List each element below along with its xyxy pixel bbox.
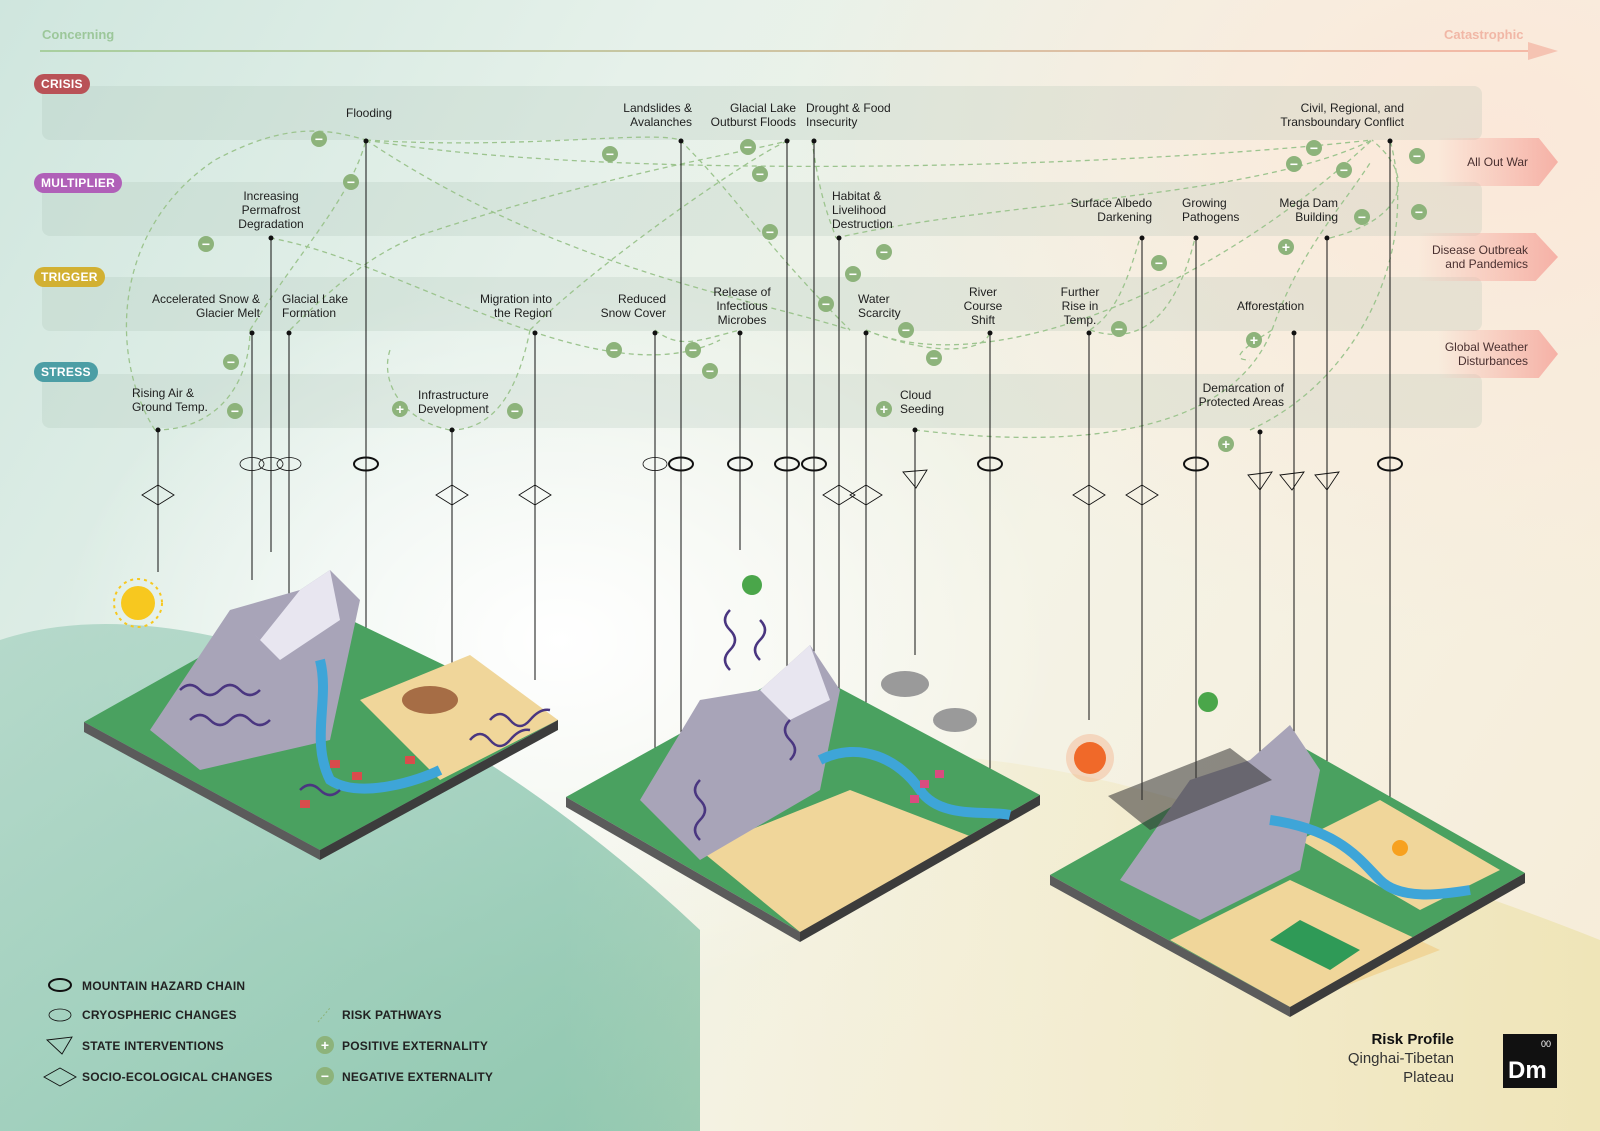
negative-externality-icon: − bbox=[606, 342, 622, 358]
node-cloud-seeding: Cloud Seeding bbox=[900, 388, 945, 416]
node-rising-air-ground-temp: Rising Air & Ground Temp. bbox=[132, 386, 208, 414]
node-infectious-microbes: Release of Infectious Microbes bbox=[713, 285, 771, 327]
negative-externality-icon: − bbox=[1286, 156, 1302, 172]
node-water-scarcity: Water Scarcity bbox=[858, 292, 901, 320]
legend-mountain-hazard-chain: MOUNTAIN HAZARD CHAIN bbox=[82, 979, 246, 993]
positive-externality-icon: + bbox=[316, 1036, 334, 1054]
node-glacial-lake-formation: Glacial Lake Formation bbox=[282, 292, 349, 320]
node-permafrost-degradation: Increasing Permafrost Degradation bbox=[238, 189, 304, 231]
positive-externality-icon: + bbox=[392, 401, 408, 417]
legend-risk-pathways: RISK PATHWAYS bbox=[342, 1008, 442, 1022]
title-block: Risk Profile Qinghai-Tibetan Plateau bbox=[1348, 1030, 1454, 1087]
negative-externality-icon: − bbox=[685, 342, 701, 358]
level-badge-multiplier: MULTIPLIER bbox=[34, 173, 123, 193]
node-flooding: Flooding bbox=[346, 106, 393, 120]
positive-externality-icon: + bbox=[876, 401, 892, 417]
negative-externality-icon: − bbox=[818, 296, 834, 312]
negative-externality-icon: − bbox=[1151, 255, 1167, 271]
negative-externality-icon: − bbox=[223, 354, 239, 370]
legend-positive-externality: POSITIVE EXTERNALITY bbox=[342, 1039, 489, 1053]
plateau-right bbox=[1050, 692, 1525, 1017]
outcome-disease-outbreak: Disease Outbreak and Pandemics bbox=[1418, 233, 1558, 281]
node-civil-conflict: Civil, Regional, and Transboundary Confl… bbox=[1280, 101, 1404, 129]
negative-externality-icon: − bbox=[316, 1067, 334, 1085]
node-drought-food-insecurity: Drought & Food Insecurity bbox=[806, 101, 891, 129]
positive-externality-icon: + bbox=[1246, 332, 1262, 348]
node-mega-dam-building: Mega Dam Building bbox=[1279, 196, 1338, 224]
negative-externality-icon: − bbox=[1354, 209, 1370, 225]
outcome-all-out-war: All Out War bbox=[1438, 138, 1558, 186]
node-river-course-shift: River Course Shift bbox=[963, 285, 1003, 327]
scale-catastrophic: Catastrophic bbox=[1444, 27, 1524, 42]
risk-pathways bbox=[125, 130, 1399, 439]
band-multiplier bbox=[42, 182, 1482, 236]
negative-externality-icon: − bbox=[1336, 162, 1352, 178]
band-stress bbox=[42, 374, 1482, 428]
negative-externality-icon: − bbox=[762, 224, 778, 240]
negative-externality-icon: − bbox=[752, 166, 768, 182]
negative-externality-icon: − bbox=[1409, 148, 1425, 164]
title-line2: Plateau bbox=[1403, 1069, 1454, 1086]
title-line1: Qinghai-Tibetan bbox=[1347, 1050, 1454, 1067]
node-glacial-lake-outburst-floods: Glacial Lake Outburst Floods bbox=[710, 101, 796, 129]
node-growing-pathogens: Growing Pathogens bbox=[1182, 196, 1240, 224]
band-trigger bbox=[42, 277, 1482, 331]
plateau-middle bbox=[566, 575, 1040, 942]
legend-negative-externality: NEGATIVE EXTERNALITY bbox=[342, 1070, 494, 1084]
node-protected-areas: Demarcation of Protected Areas bbox=[1198, 381, 1284, 409]
negative-externality-icon: − bbox=[227, 403, 243, 419]
negative-externality-icon: − bbox=[740, 139, 756, 155]
band-crisis bbox=[42, 86, 1482, 140]
scale-concerning: Concerning bbox=[42, 27, 115, 42]
level-badge-stress: STRESS bbox=[34, 362, 98, 382]
negative-externality-icon: − bbox=[845, 266, 861, 282]
title-main: Risk Profile bbox=[1371, 1031, 1454, 1048]
plateau-left bbox=[84, 570, 558, 860]
node-habitat-livelihood-destruction: Habitat & Livelihood Destruction bbox=[832, 189, 893, 231]
negative-externality-icon: − bbox=[1411, 204, 1427, 220]
node-snow-glacier-melt: Accelerated Snow & Glacier Melt bbox=[151, 292, 260, 320]
negative-externality-icon: − bbox=[926, 350, 942, 366]
negative-externality-icon: − bbox=[702, 363, 718, 379]
node-infrastructure-development: Infrastructure Development bbox=[418, 388, 489, 416]
negative-externality-icon: − bbox=[876, 244, 892, 260]
negative-externality-icon: − bbox=[311, 131, 327, 147]
legend-state-interventions: STATE INTERVENTIONS bbox=[82, 1039, 224, 1053]
node-afforestation: Afforestation bbox=[1237, 299, 1305, 313]
negative-externality-icon: − bbox=[1111, 321, 1127, 337]
node-further-temp-rise: Further Rise in Temp. bbox=[1060, 285, 1100, 327]
negative-externality-icon: − bbox=[602, 146, 618, 162]
negative-externality-icon: − bbox=[198, 236, 214, 252]
node-surface-albedo-darkening: Surface Albedo Darkening bbox=[1070, 196, 1152, 224]
dm-logo: 00 Dm bbox=[1503, 1034, 1557, 1088]
node-dots bbox=[155, 138, 1393, 435]
category-symbols bbox=[141, 456, 1403, 506]
positive-externality-icon: + bbox=[1218, 436, 1234, 452]
positive-externality-icon: + bbox=[1278, 239, 1294, 255]
negative-externality-icon: − bbox=[343, 174, 359, 190]
outcome-weather-disturbances: Global Weather Disturbances bbox=[1438, 330, 1558, 378]
negative-externality-icon: − bbox=[507, 403, 523, 419]
legend-socio-ecological-changes: SOCIO-ECOLOGICAL CHANGES bbox=[82, 1070, 273, 1084]
legend-symbols bbox=[43, 978, 331, 1087]
negative-externality-icon: − bbox=[898, 322, 914, 338]
node-reduced-snow-cover: Reduced Snow Cover bbox=[600, 292, 666, 320]
node-migration: Migration into the Region bbox=[479, 292, 552, 320]
level-badge-crisis: CRISIS bbox=[34, 74, 90, 94]
negative-externality-icon: − bbox=[1306, 140, 1322, 156]
level-badge-trigger: TRIGGER bbox=[34, 267, 105, 287]
severity-scale-arrow bbox=[40, 42, 1558, 60]
legend-cryospheric-changes: CRYOSPHERIC CHANGES bbox=[82, 1008, 237, 1022]
node-landslides-avalanches: Landslides & Avalanches bbox=[623, 101, 692, 129]
